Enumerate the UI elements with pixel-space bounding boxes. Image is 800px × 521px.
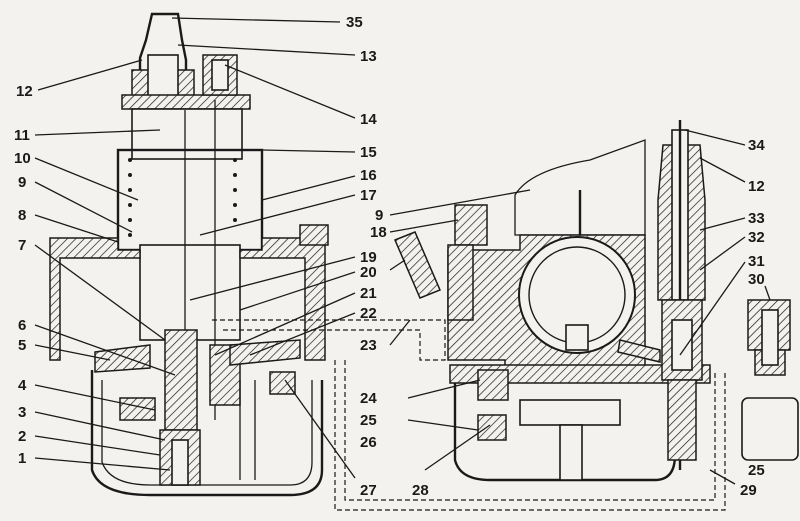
left-section-view <box>49 12 329 497</box>
callout-22: 22 <box>360 305 377 322</box>
callout-12-left: 12 <box>16 83 33 100</box>
spring-coils <box>128 158 237 237</box>
detached-float-part <box>741 397 799 461</box>
callout-4: 4 <box>18 377 27 394</box>
callout-2: 2 <box>18 428 26 445</box>
callout-29: 29 <box>740 482 757 499</box>
callout-15: 15 <box>360 144 377 161</box>
callout-24: 24 <box>360 390 377 407</box>
callout-14: 14 <box>360 111 377 128</box>
callout-11: 11 <box>14 127 30 144</box>
callout-34: 34 <box>748 137 765 154</box>
leader-lines <box>34 17 771 485</box>
callout-6: 6 <box>18 317 26 334</box>
callout-21: 21 <box>360 285 377 302</box>
callout-33: 33 <box>748 210 765 227</box>
callout-30: 30 <box>748 271 765 288</box>
callout-35: 35 <box>346 14 363 31</box>
callout-25-right: 25 <box>748 462 765 479</box>
needle-jet <box>164 329 198 431</box>
callout-12-right: 12 <box>748 178 765 195</box>
callout-25-left: 25 <box>360 412 377 429</box>
carburetor-body <box>49 237 141 361</box>
callout-10: 10 <box>14 150 31 167</box>
callout-17: 17 <box>360 187 377 204</box>
callout-27: 27 <box>360 482 377 499</box>
callout-9-left: 9 <box>18 174 26 191</box>
callout-31: 31 <box>748 253 765 270</box>
callout-1: 1 <box>18 450 26 467</box>
callout-20: 20 <box>360 264 377 281</box>
callout-32: 32 <box>748 229 765 246</box>
callout-19: 19 <box>360 249 377 266</box>
callout-18: 18 <box>370 224 387 241</box>
float <box>519 399 621 426</box>
spring-chamber <box>116 148 264 252</box>
float-needle-valve <box>477 369 509 401</box>
callout-16: 16 <box>360 167 377 184</box>
mixing-chamber-top <box>121 94 251 110</box>
callout-26: 26 <box>360 434 377 451</box>
callout-28: 28 <box>412 482 429 499</box>
right-section-view <box>394 120 799 482</box>
callout-5: 5 <box>18 337 26 354</box>
throttle-slide <box>139 244 241 341</box>
float-bowl <box>90 370 324 497</box>
callout-3: 3 <box>18 404 26 421</box>
callout-13: 13 <box>360 48 377 65</box>
air-tube <box>394 231 441 299</box>
upper-housing <box>514 139 646 236</box>
idle-screw <box>454 204 488 246</box>
callout-7: 7 <box>18 237 26 254</box>
callout-9-right: 9 <box>375 207 383 224</box>
fuel-channel-dashed <box>212 319 726 511</box>
callout-23: 23 <box>360 337 377 354</box>
callout-labels: 35 13 12 14 11 15 10 16 9 17 8 7 19 20 2… <box>14 14 765 499</box>
callout-8: 8 <box>18 207 26 224</box>
